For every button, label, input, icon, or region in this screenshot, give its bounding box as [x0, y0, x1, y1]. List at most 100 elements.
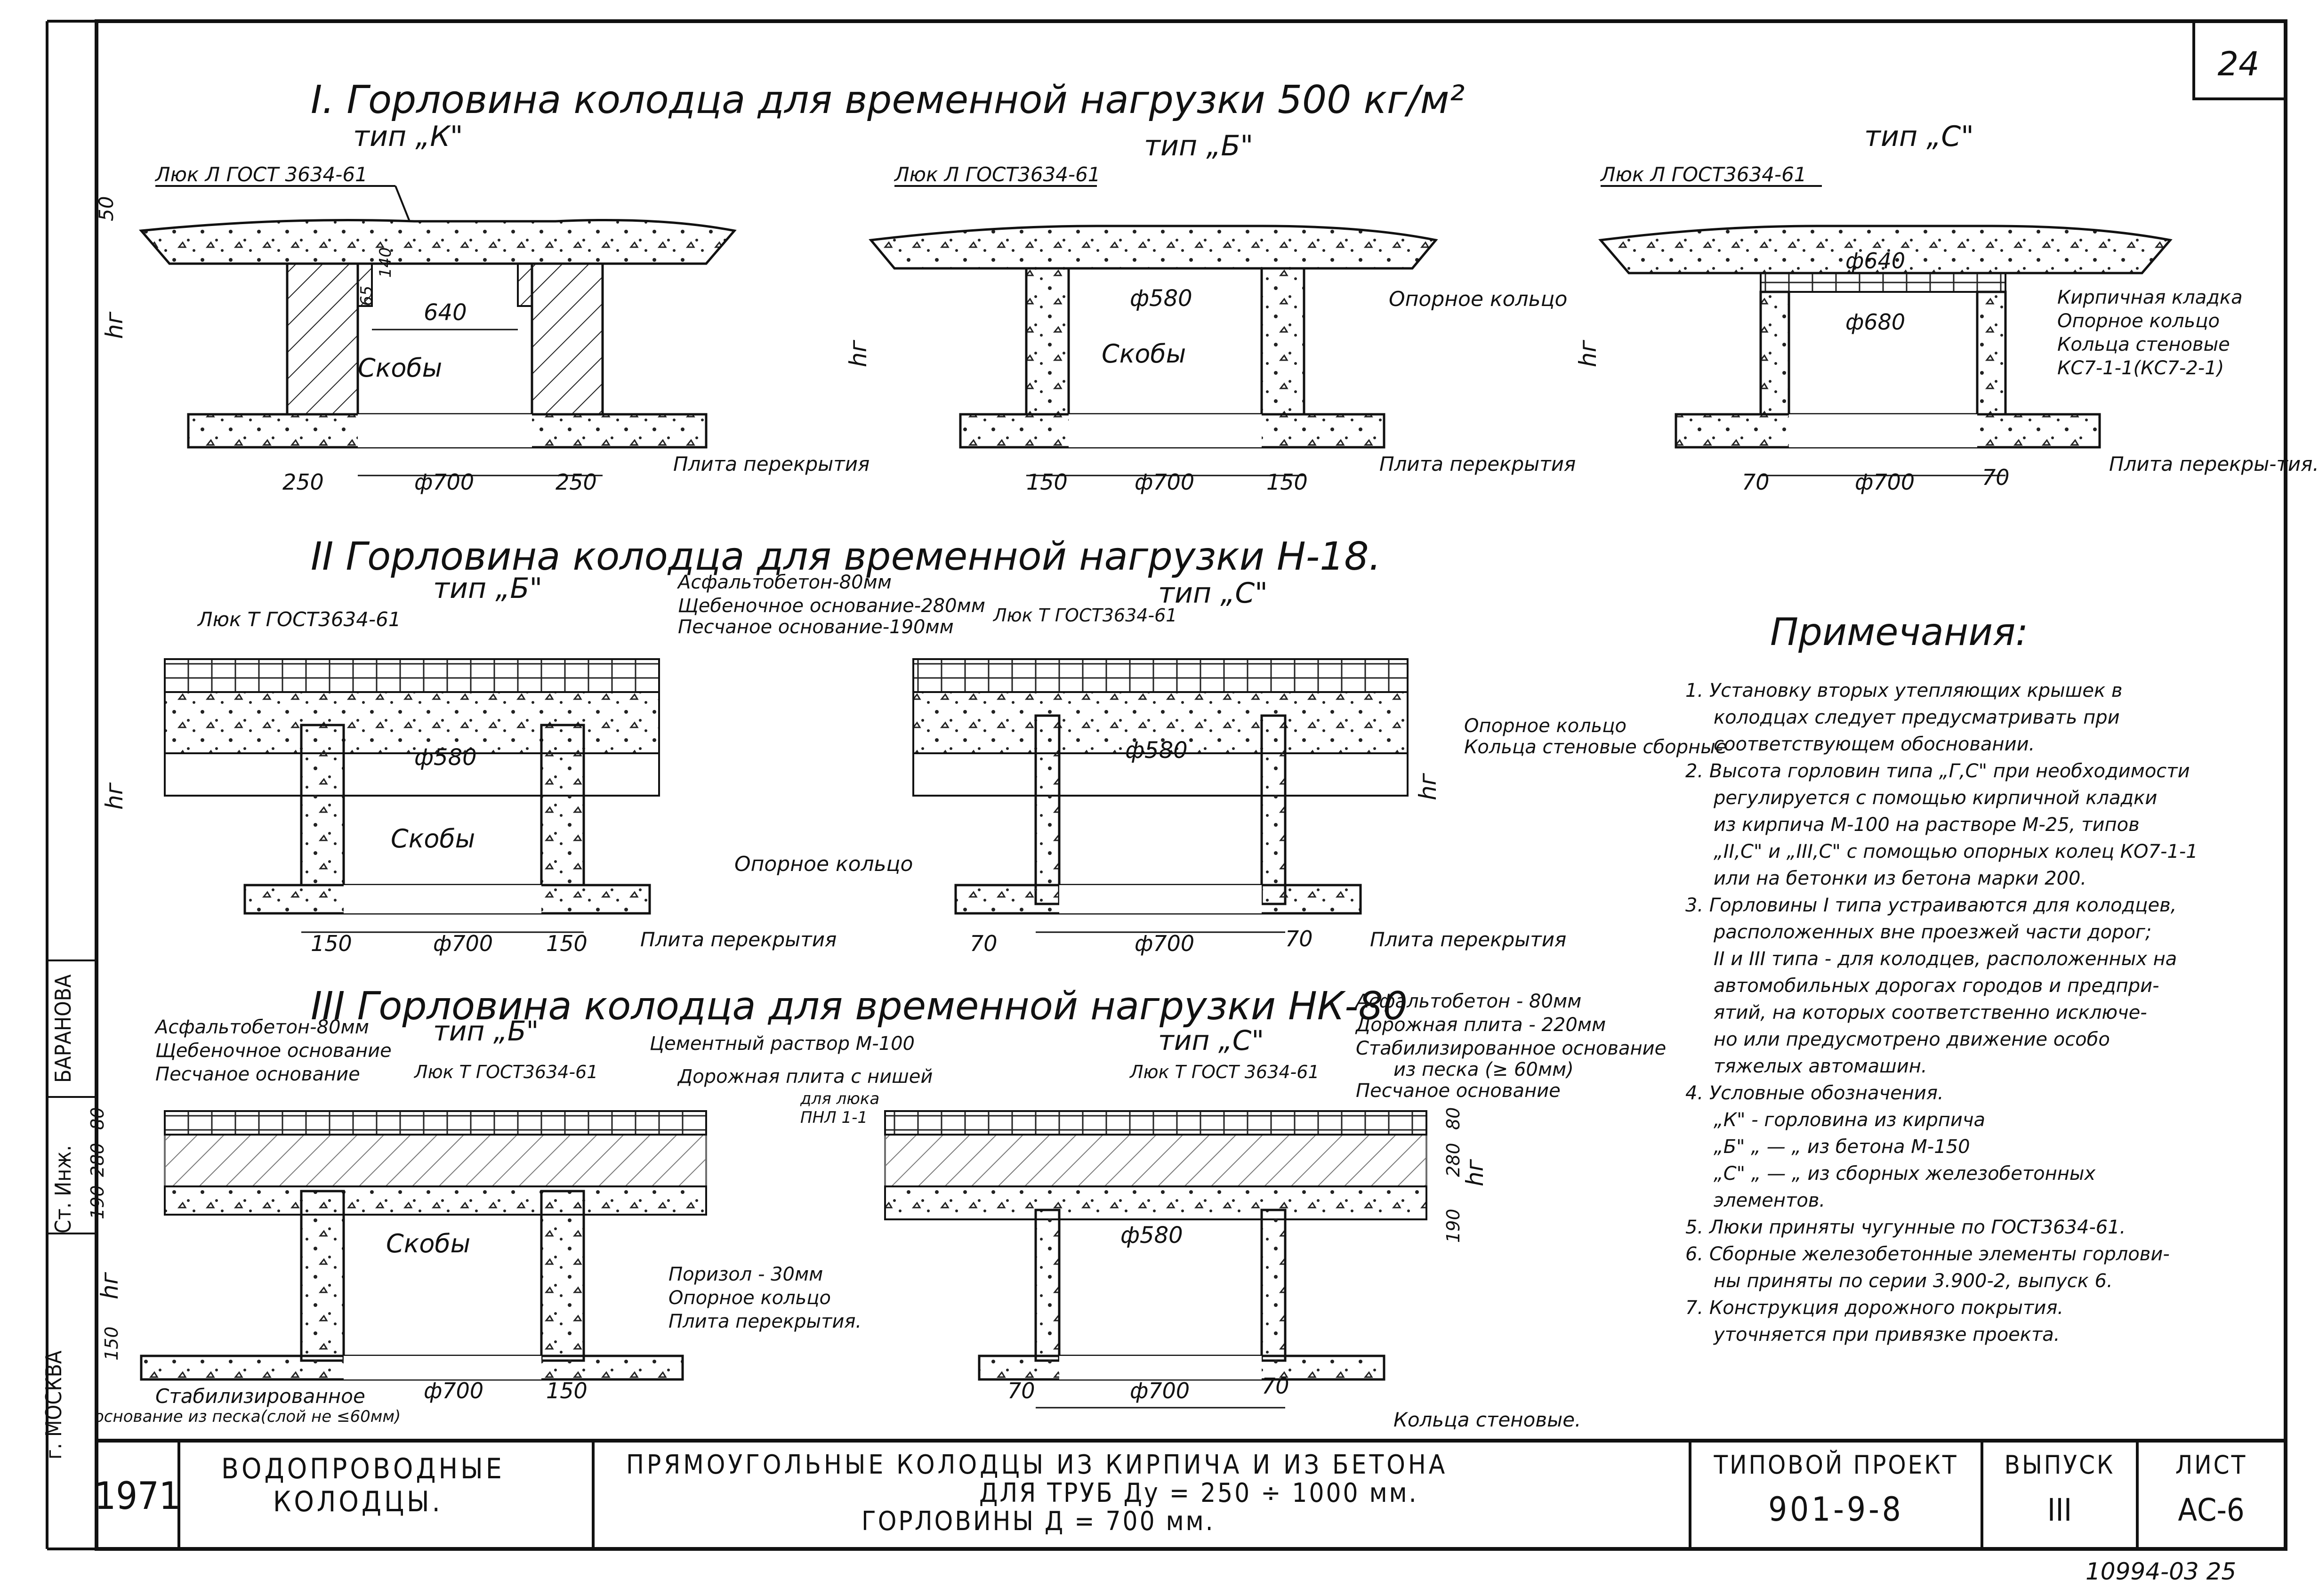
s2-type-c-drawing: ф580 hг Опорное кольцо Кольца стеновые с… — [912, 658, 1727, 956]
tb-desc-3: ГОРЛОВИНЫ Д = 700 мм. — [862, 1506, 1215, 1537]
note-line: 3. Горловины I типа устраиваются для кол… — [1685, 895, 2176, 916]
svg-text:hг: hг — [96, 1272, 123, 1299]
svg-text:80: 80 — [1443, 1107, 1464, 1130]
notes-list: 1. Установку вторых утепляющих крышек в к… — [1685, 680, 2198, 1346]
svg-text:65: 65 — [357, 286, 376, 306]
note-line: но или предусмотрено движение особо — [1714, 1029, 2110, 1050]
svg-text:Люк Т ГОСТ3634-61: Люк Т ГОСТ3634-61 — [992, 605, 1177, 626]
svg-text:Скобы: Скобы — [391, 824, 475, 854]
note-line: 2. Высота горловин типа „Г,С" при необхо… — [1685, 760, 2190, 782]
s1-type-c-drawing: Люк Л ГОСТ3634-61 ф640 ф680 hг Кирпичная… — [1574, 163, 2319, 495]
svg-text:ф700: ф700 — [1135, 469, 1194, 495]
svg-text:Скобы: Скобы — [386, 1229, 470, 1258]
svg-text:Плита перекры-тия.: Плита перекры-тия. — [2109, 452, 2319, 476]
svg-text:Люк Т ГОСТ 3634-61: Люк Т ГОСТ 3634-61 — [1129, 1062, 1320, 1082]
tb-org-1: ВОДОПРОВОДНЫЕ — [221, 1452, 505, 1485]
note-line: „Б" „ — „ из бетона М-150 — [1714, 1136, 1970, 1158]
svg-text:150: 150 — [101, 1326, 122, 1361]
svg-text:Щебеночное основание-280мм: Щебеночное основание-280мм — [678, 595, 985, 617]
svg-text:ф580: ф580 — [1130, 285, 1192, 312]
svg-text:70: 70 — [1007, 1378, 1035, 1403]
svg-text:Стабилизированное: Стабилизированное — [155, 1385, 365, 1408]
section-3-title: III Горловина колодца для временной нагр… — [311, 984, 1408, 1029]
s3-type-b-drawing: 80 280 190 hг 150 Скобы Стабилизированно… — [87, 1107, 707, 1426]
page-number: 24 — [2217, 45, 2259, 83]
svg-text:Песчаное основание-190мм: Песчаное основание-190мм — [678, 616, 954, 638]
tb-sheet-label: ЛИСТ — [2175, 1450, 2247, 1480]
svg-text:hг: hг — [1414, 773, 1441, 800]
s1-type-c: тип „С" — [1864, 120, 1974, 153]
svg-text:Плита перекрытия: Плита перекрытия — [1370, 928, 1566, 951]
tb-year: 1971 — [94, 1474, 180, 1518]
tb-org-2: КОЛОДЦЫ. — [273, 1485, 443, 1518]
svg-text:тип „Б": тип „Б" — [433, 1015, 539, 1047]
svg-text:ф700: ф700 — [414, 469, 474, 495]
svg-text:150: 150 — [546, 931, 588, 956]
note-line: 7. Конструкция дорожного покрытия. — [1685, 1297, 2063, 1319]
svg-text:hг: hг — [845, 339, 872, 367]
svg-text:70: 70 — [970, 931, 998, 956]
note-line: II и III типа - для колодцев, расположен… — [1714, 948, 2177, 970]
outer-frame — [95, 19, 2287, 1551]
note-line: элементов. — [1714, 1190, 1825, 1211]
bottom-number: 10994-03 25 — [2085, 1558, 2236, 1585]
note-line: 6. Сборные железобетонные элементы горло… — [1685, 1243, 2170, 1265]
note-line: тяжелых автомашин. — [1714, 1056, 1927, 1077]
note-line: уточняется при привязке проекта. — [1713, 1324, 2060, 1346]
svg-text:КС7-1-1(КС7-2-1): КС7-1-1(КС7-2-1) — [2057, 357, 2224, 379]
svg-text:Щебеночное основание: Щебеночное основание — [155, 1040, 392, 1062]
stamp-role: Ст. Инж. — [50, 1145, 76, 1233]
svg-text:тип „С": тип „С" — [1158, 577, 1268, 610]
svg-text:ф580: ф580 — [1120, 1222, 1183, 1249]
s1-hatch-k-label: Люк Л ГОСТ 3634-61 — [154, 163, 368, 186]
svg-text:150: 150 — [1266, 469, 1308, 495]
svg-text:Опорное кольцо: Опорное кольцо — [668, 1287, 831, 1309]
svg-text:hг: hг — [1461, 1159, 1489, 1186]
note-line: колодцах следует предусматривать при — [1714, 707, 2120, 728]
svg-text:Кольца стеновые сборные: Кольца стеновые сборные — [1464, 736, 1727, 758]
s1-type-b-drawing: Люк Л ГОСТ3634-61 ф580 Скобы hг Опорное … — [845, 163, 1576, 495]
page-number-box — [2192, 20, 2287, 100]
svg-text:Цементный раствор М-100: Цементный раствор М-100 — [650, 1033, 915, 1055]
title-block: 1971 ВОДОПРОВОДНЫЕ КОЛОДЦЫ. ПРЯМОУГОЛЬНЫ… — [94, 1439, 2286, 1549]
tb-desc-1: ПРЯМОУГОЛЬНЫЕ КОЛОДЦЫ ИЗ КИРПИЧА И ИЗ БЕ… — [626, 1450, 1448, 1480]
tb-issue-value: III — [2047, 1492, 2072, 1528]
svg-text:280: 280 — [87, 1143, 108, 1177]
note-line: 1. Установку вторых утепляющих крышек в — [1685, 680, 2122, 701]
note-line: „С" „ — „ из сборных железобетонных — [1714, 1163, 2095, 1185]
svg-text:150: 150 — [546, 1378, 588, 1403]
s1-skoby-k: Скобы — [358, 353, 442, 383]
svg-text:Асфальтобетон - 80мм: Асфальтобетон - 80мм — [1354, 991, 1581, 1012]
note-line: расположенных вне проезжей части дорог; — [1713, 921, 2151, 943]
svg-text:ф700: ф700 — [424, 1378, 483, 1403]
tb-sheet-value: АС-6 — [2178, 1492, 2244, 1528]
svg-text:hг: hг — [1574, 339, 1602, 367]
svg-text:ф680: ф680 — [1845, 309, 1905, 335]
svg-text:Поризол - 30мм: Поризол - 30мм — [668, 1264, 823, 1285]
tb-proj-label: ТИПОВОЙ ПРОЕКТ — [1713, 1450, 1958, 1480]
svg-text:250: 250 — [556, 469, 597, 495]
s1-type-k-drawing: Люк Л ГОСТ 3634-61 50 hг 65 140 640 Скоб… — [95, 163, 870, 495]
note-line: ны приняты по серии 3.900-2, выпуск 6. — [1714, 1270, 2113, 1292]
note-line: регулируется с помощью кирпичной кладки — [1713, 787, 2157, 809]
s2-type-b-drawing: ф580 Скобы hг Опорное кольцо 150 ф700 15… — [101, 658, 913, 956]
svg-text:Асфальтобетон-80мм: Асфальтобетон-80мм — [676, 572, 892, 593]
s1-plita-k: Плита перекрытия — [673, 452, 870, 476]
svg-text:Дорожная плита - 220мм: Дорожная плита - 220мм — [1355, 1014, 1606, 1036]
note-line: соответствующем обосновании. — [1714, 734, 2035, 755]
svg-text:из песка (≥ 60мм): из песка (≥ 60мм) — [1393, 1059, 1574, 1080]
tb-issue-label: ВЫПУСК — [2005, 1450, 2115, 1480]
note-line: или на бетонки из бетона марки 200. — [1714, 868, 2086, 889]
s1-type-k: тип „К" — [353, 120, 463, 153]
svg-text:ф580: ф580 — [414, 744, 477, 771]
svg-text:Люк Т ГОСТ3634-61: Люк Т ГОСТ3634-61 — [197, 608, 401, 631]
svg-text:150: 150 — [1026, 469, 1068, 495]
svg-text:250: 250 — [282, 469, 324, 495]
svg-text:ф700: ф700 — [433, 931, 493, 956]
svg-text:hг: hг — [101, 311, 128, 339]
note-line: „К" - горловина из кирпича — [1714, 1109, 1985, 1131]
svg-text:50: 50 — [95, 196, 118, 221]
svg-text:190: 190 — [1443, 1209, 1464, 1243]
svg-text:Кирпичная кладка: Кирпичная кладка — [2057, 287, 2243, 308]
